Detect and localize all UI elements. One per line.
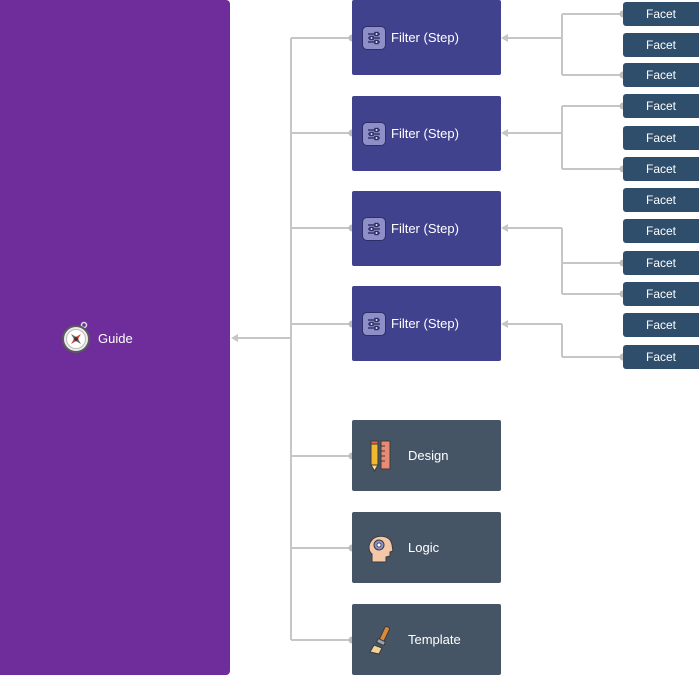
sliders-icon (362, 311, 386, 336)
filter-step-node-3[interactable]: Filter (Step) (352, 191, 501, 266)
sliders-icon (362, 216, 386, 241)
facet-node-2[interactable]: Facet (623, 33, 699, 57)
facet-label: Facet (645, 350, 676, 364)
template-label: Template (408, 632, 461, 647)
facet-node-9[interactable]: Facet (623, 251, 699, 275)
facet-node-6[interactable]: Facet (623, 157, 699, 181)
filter-step-node-4[interactable]: Filter (Step) (352, 286, 501, 361)
facet-label: Facet (645, 99, 676, 113)
head-gear-icon (366, 530, 396, 566)
filter-step-label: Filter (Step) (391, 126, 459, 141)
facet-node-4[interactable]: Facet (623, 94, 699, 118)
facet-label: Facet (645, 193, 676, 207)
facet-node-7[interactable]: Facet (623, 188, 699, 212)
facet-node-11[interactable]: Facet (623, 313, 699, 337)
sliders-icon (362, 121, 386, 146)
filter-step-label: Filter (Step) (391, 30, 459, 45)
filter-step-label: Filter (Step) (391, 316, 459, 331)
facet-label: Facet (645, 7, 676, 21)
facet-node-10[interactable]: Facet (623, 282, 699, 306)
facet-label: Facet (645, 287, 676, 301)
facet-label: Facet (645, 131, 676, 145)
facet-label: Facet (645, 256, 676, 270)
facet-label: Facet (645, 162, 676, 176)
paintbrush-icon (366, 622, 396, 658)
pencil-ruler-icon (366, 438, 396, 474)
logic-node[interactable]: Logic (352, 512, 501, 583)
facet-node-12[interactable]: Facet (623, 345, 699, 369)
logic-label: Logic (408, 540, 440, 555)
facet-node-1[interactable]: Facet (623, 2, 699, 26)
facet-label: Facet (645, 38, 676, 52)
facet-node-3[interactable]: Facet (623, 63, 699, 87)
guide-label: Guide (98, 330, 133, 346)
facet-node-5[interactable]: Facet (623, 126, 699, 150)
facet-label: Facet (645, 318, 676, 332)
facet-label: Facet (645, 68, 676, 82)
filter-step-node-1[interactable]: Filter (Step) (352, 0, 501, 75)
sliders-icon (362, 25, 386, 50)
compass-icon (62, 321, 92, 356)
design-node[interactable]: Design (352, 420, 501, 491)
filter-step-node-2[interactable]: Filter (Step) (352, 96, 501, 171)
facet-label: Facet (645, 224, 676, 238)
guide-node: Guide (62, 321, 133, 356)
template-node[interactable]: Template (352, 604, 501, 675)
guide-panel[interactable]: Guide (0, 0, 230, 675)
filter-step-label: Filter (Step) (391, 221, 459, 236)
design-label: Design (408, 448, 449, 463)
facet-node-8[interactable]: Facet (623, 219, 699, 243)
